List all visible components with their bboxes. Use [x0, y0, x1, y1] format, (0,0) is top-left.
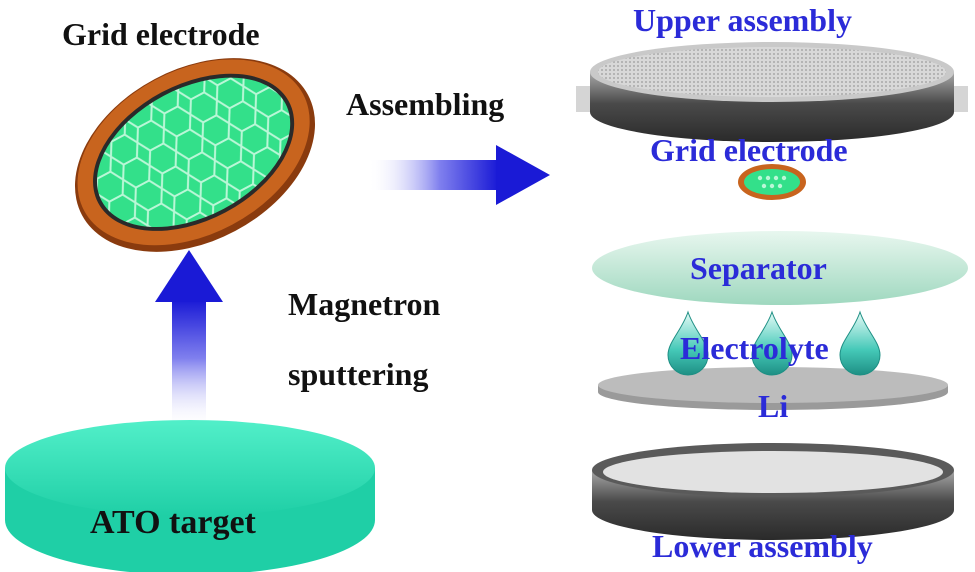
grid-electrode-right-label: Grid electrode — [650, 132, 848, 168]
assembling-arrow — [368, 145, 550, 205]
grid-electrode-left-label: Grid electrode — [62, 16, 260, 52]
ato-target-label: ATO target — [90, 504, 256, 541]
magnetron-label: Magnetron — [288, 286, 441, 322]
grid-electrode-left-graphic — [74, 58, 316, 252]
grid-electrode-small-graphic — [738, 164, 806, 200]
separator-label: Separator — [690, 250, 827, 286]
sputtering-arrow — [155, 250, 223, 430]
ato-target-graphic — [5, 420, 375, 572]
separator-graphic — [592, 231, 968, 305]
li-label: Li — [758, 388, 789, 424]
assembling-label: Assembling — [346, 86, 505, 122]
sputtering-label: sputtering — [288, 356, 429, 392]
electrolyte-drop-icon — [751, 310, 793, 376]
electrolyte-drop-icon — [839, 310, 881, 376]
li-foil-graphic — [598, 367, 948, 410]
lower-assembly-label: Lower assembly — [652, 528, 873, 564]
electrolyte-drops — [667, 310, 881, 376]
electrolyte-label: Electrolyte — [680, 330, 829, 366]
lower-assembly-graphic — [592, 443, 954, 540]
upper-assembly-label: Upper assembly — [633, 2, 852, 38]
upper-assembly-graphic — [576, 42, 968, 142]
electrolyte-drop-icon — [667, 310, 709, 376]
